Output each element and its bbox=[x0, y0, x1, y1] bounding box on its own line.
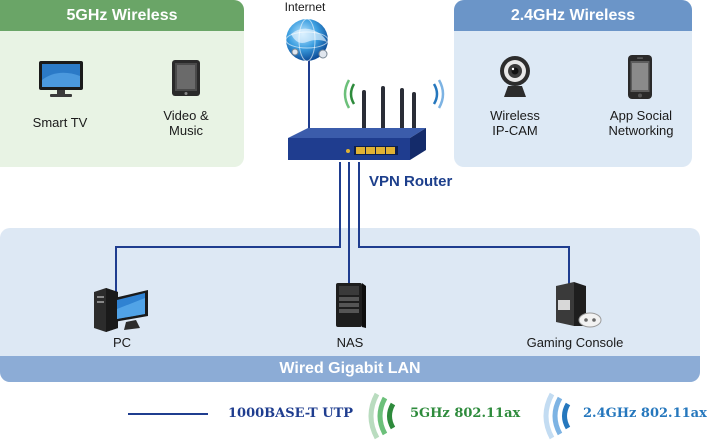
internet-label: Internet bbox=[284, 0, 326, 14]
panel-5ghz-title: 5GHz Wireless bbox=[0, 0, 244, 31]
video-music-line2: Music bbox=[169, 123, 203, 138]
video-music-line1: Video & bbox=[163, 108, 209, 123]
legend-5ghz-label: 5GHz 802.11ax bbox=[410, 406, 521, 421]
legend-utp-label: 1000BASE-T UTP bbox=[228, 406, 354, 421]
panel-24ghz-wireless: 2.4GHz Wireless bbox=[454, 0, 692, 167]
smart-tv-icon bbox=[39, 61, 83, 97]
utp-cables bbox=[115, 58, 570, 292]
pc-label: PC bbox=[112, 335, 132, 350]
legend-utp-line bbox=[128, 413, 208, 415]
router-icon bbox=[288, 86, 426, 160]
router-label: VPN Router bbox=[369, 173, 453, 190]
router-24ghz-waves bbox=[432, 79, 445, 109]
ip-cam-line1: Wireless bbox=[490, 108, 540, 123]
ip-cam-line2: IP-CAM bbox=[492, 123, 538, 138]
gaming-console-label: Gaming Console bbox=[526, 335, 624, 350]
legend-24ghz-waves-icon bbox=[543, 392, 571, 440]
pc-icon bbox=[94, 288, 148, 332]
legend-24ghz-label: 2.4GHz 802.11ax bbox=[583, 406, 707, 421]
tablet-icon bbox=[172, 60, 200, 96]
video-music-label: Video & Music bbox=[146, 108, 226, 138]
app-social-line2: Networking bbox=[608, 123, 674, 138]
app-social-line1: App Social bbox=[609, 108, 673, 123]
ip-camera-icon bbox=[500, 56, 530, 97]
router-5ghz-waves bbox=[343, 79, 356, 109]
smart-tv-label: Smart TV bbox=[32, 115, 88, 130]
antenna-2 bbox=[381, 86, 385, 134]
smartphone-icon bbox=[628, 55, 652, 99]
ip-cam-label: Wireless IP-CAM bbox=[475, 108, 555, 138]
cable-router-pc bbox=[115, 162, 341, 292]
nas-label: NAS bbox=[336, 335, 364, 350]
app-social-label: App Social Networking bbox=[600, 108, 682, 138]
panel-lan-title: Wired Gigabit LAN bbox=[0, 356, 700, 382]
internet-globe-icon bbox=[285, 18, 329, 62]
cable-router-gaming bbox=[358, 162, 570, 284]
antenna-4 bbox=[412, 92, 416, 134]
antenna-1 bbox=[362, 90, 366, 136]
antenna-3 bbox=[400, 88, 404, 132]
panel-24ghz-title: 2.4GHz Wireless bbox=[454, 0, 692, 31]
gaming-console-icon bbox=[556, 282, 602, 328]
nas-icon bbox=[336, 283, 366, 328]
legend-5ghz-waves-icon bbox=[368, 392, 396, 440]
